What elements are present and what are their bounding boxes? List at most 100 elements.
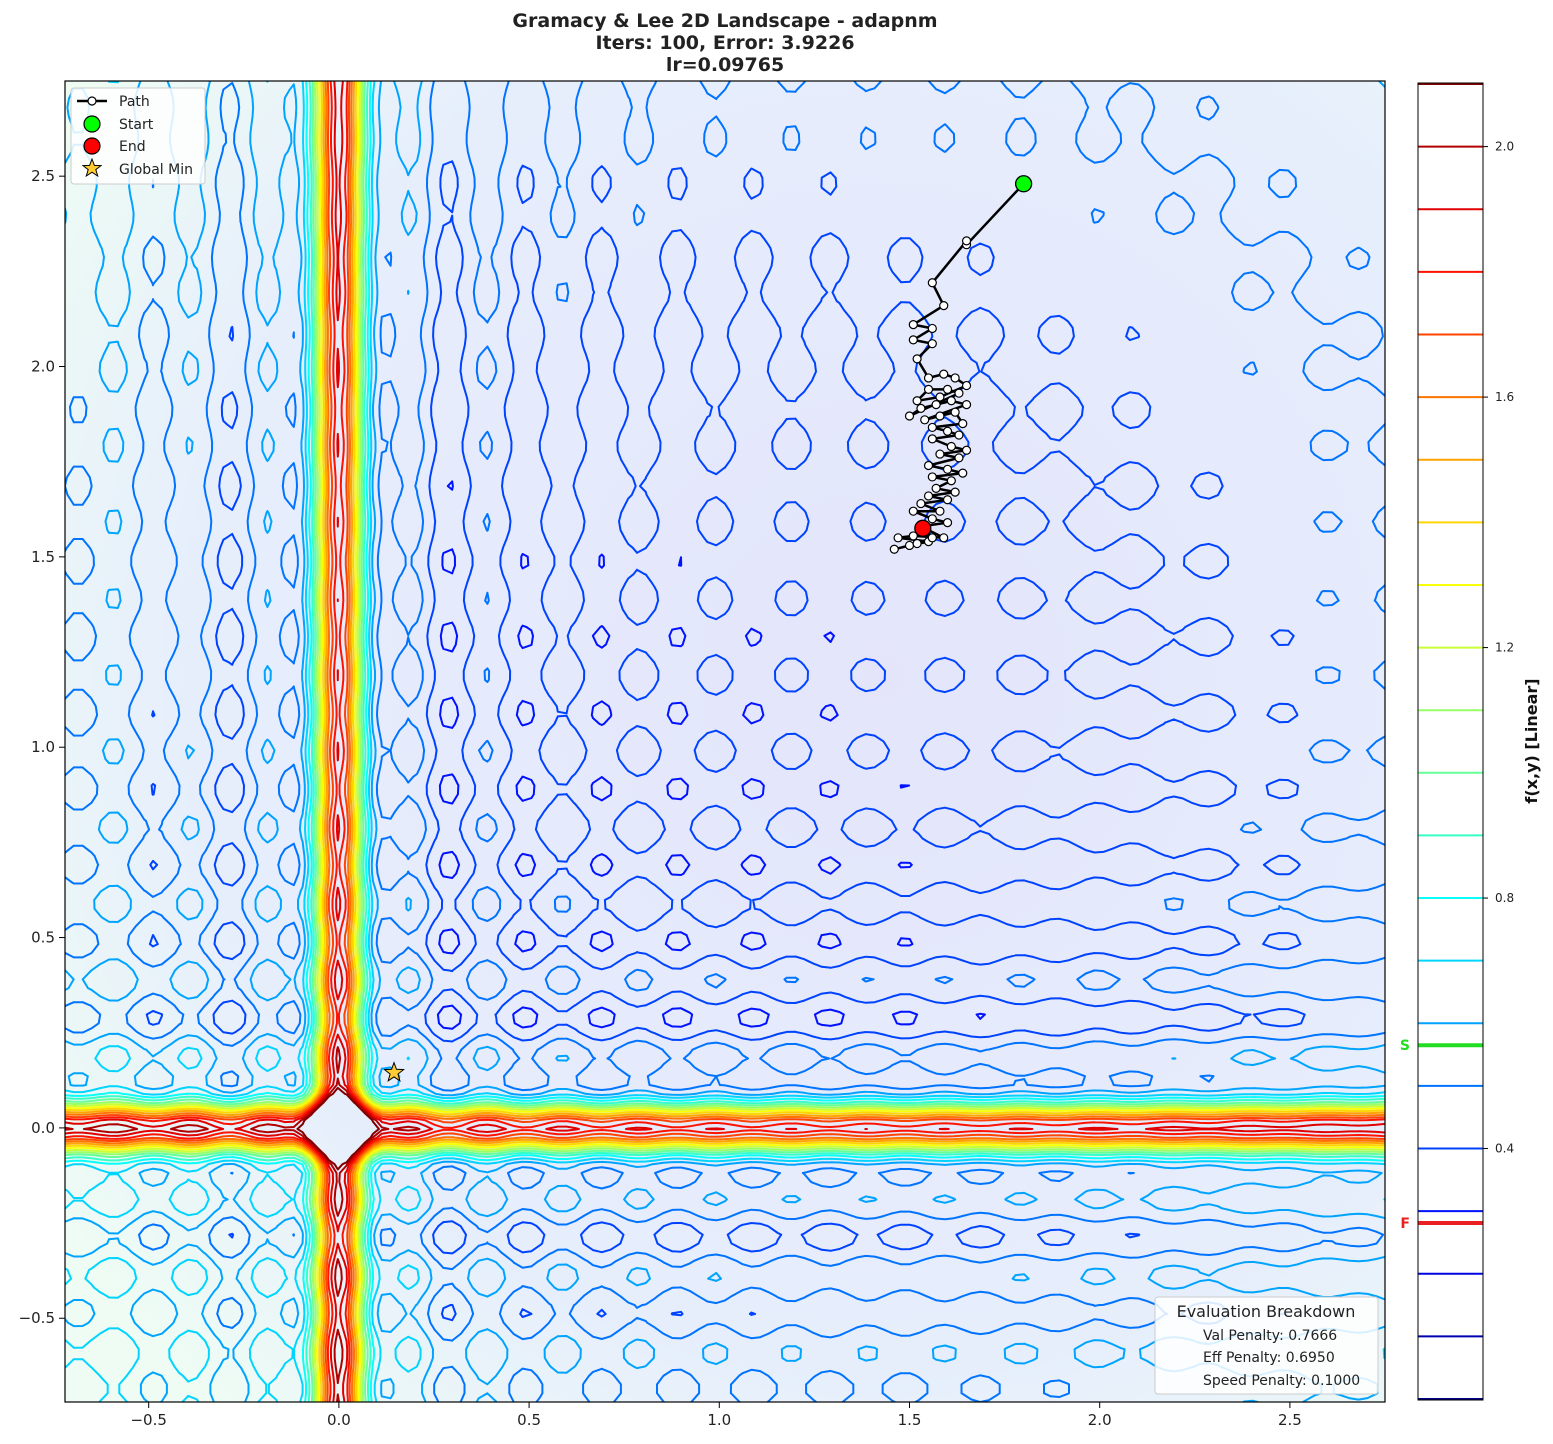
path-point [946,396,956,406]
evaluation-speed-penalty: Speed Penalty: 0.1000 [1203,1373,1360,1389]
path-point [939,301,949,311]
end-point [914,519,932,537]
evaluation-eff-penalty: Eff Penalty: 0.6950 [1203,1350,1335,1366]
contour-level-line [65,81,1385,1402]
path-point [912,538,922,549]
colorbar-tick-label: 0.4 [1495,1142,1514,1156]
contour-level-line [65,81,1385,1402]
path-point [908,531,918,541]
contour-level-line [65,1046,421,1402]
path-point [912,396,922,406]
path-point [954,430,964,440]
path-point [927,434,937,444]
path-point [908,335,918,345]
path-point [923,384,934,394]
path-point [904,411,915,421]
contour-level-line [65,81,1385,1402]
chart-title-line-1: Gramacy & Lee 2D Landscape - adapnm [512,10,937,32]
colorbar-background [1418,83,1483,1400]
path-point [950,373,960,383]
path-point [961,236,972,246]
path-point [916,498,926,509]
colorbar-tick-label: 1.6 [1495,390,1514,404]
path-point [927,339,937,349]
legend-star-icon [81,157,103,178]
chart-title-line-3: lr=0.09765 [666,54,784,76]
x-tick-label: 1.5 [898,1411,922,1429]
contour-level-line [436,480,986,1030]
x-tick-label: 0.5 [517,1411,541,1429]
y-tick-label: 0.5 [31,929,55,947]
path-point [961,380,972,391]
colorbar-markers: SF [1400,1038,1483,1232]
path-point [916,403,926,413]
contour-level-line [296,1086,380,1171]
path-point [939,369,949,379]
path-point [942,518,953,528]
path-point [950,407,960,417]
legend-label-start: Start [119,117,154,133]
evaluation-breakdown: Evaluation Breakdown Val Penalty: 0.7666… [1154,1296,1379,1395]
colorbar: SF 0.40.81.21.62.0 f(x,y) [Linear] [1400,82,1541,1401]
path-point [908,506,918,516]
path-point [923,491,934,501]
path-point [958,419,968,429]
path-point [942,464,953,474]
path-point [927,323,937,334]
path-point [920,415,930,425]
legend-label-path: Path [119,94,150,110]
contour-level-line [65,81,1385,1402]
x-tick-label: 2.5 [1278,1411,1302,1429]
path-point [889,544,899,554]
contour-level-line [65,81,1385,1402]
path-point [935,392,945,402]
legend: Path Start End Global Min [70,87,206,185]
path-point [923,460,934,471]
path-point [950,487,960,497]
path-point [935,449,945,459]
path-point [942,384,953,394]
contour-level-line [65,81,1385,1402]
colorbar-start-marker: S [1400,1038,1410,1054]
path-point [954,388,964,398]
contour-level-line [65,81,1385,1402]
y-tick-label: −0.5 [19,1309,55,1327]
colorbar-tick-label: 0.8 [1495,891,1514,905]
path-layer [383,175,1033,1082]
chart-title-line-2: Iters: 100, Error: 3.9226 [595,32,854,54]
path-point [931,483,941,493]
plot-background [65,81,1385,1402]
path-point [958,468,968,478]
path-point [927,533,937,543]
contour-level-line [65,81,1385,1402]
y-tick-label: 2.0 [31,358,55,376]
legend-box [70,87,206,185]
legend-start-marker [83,115,101,133]
legend-item-global-min: Global Min [81,157,193,178]
y-tick-label: 0.0 [31,1119,55,1137]
colorbar-frame [1417,82,1484,1401]
y-tick-label: 1.5 [31,548,55,566]
colorbar-ticks: 0.40.81.21.62.0 [1483,140,1514,1156]
path-point [946,476,956,486]
contour-level-line [65,81,1385,1402]
legend-end-marker [83,137,101,155]
path-point [935,411,945,421]
path-point [923,373,934,383]
global-min-star [383,1061,405,1082]
path-point [946,441,956,452]
path-point [927,514,937,524]
contour-level-line [65,81,1385,1402]
path-point [927,472,937,482]
contour-layer [65,81,1385,1402]
path-point [908,320,918,330]
contour-level-line [65,81,1385,1402]
contour-level-line [65,81,1385,1402]
colorbar-final-marker: F [1400,1216,1410,1232]
colorbar-label: f(x,y) [Linear] [1522,678,1541,803]
colorbar-tick-label: 2.0 [1495,140,1514,154]
path-point [961,399,972,410]
path-point [942,426,953,436]
legend-path-marker [87,96,97,106]
